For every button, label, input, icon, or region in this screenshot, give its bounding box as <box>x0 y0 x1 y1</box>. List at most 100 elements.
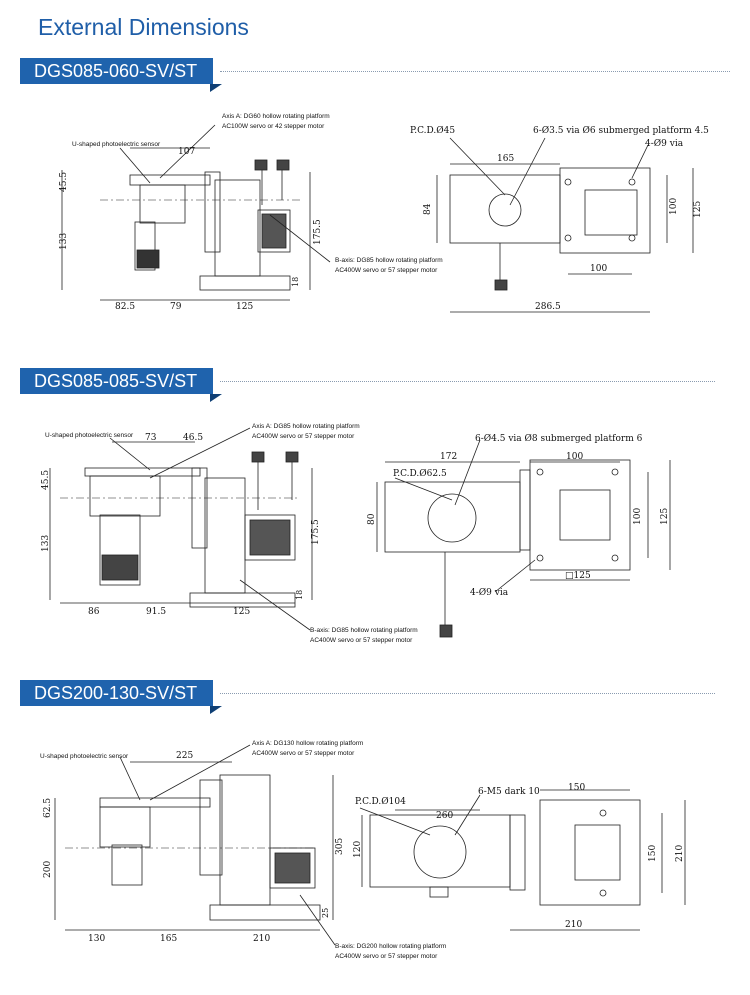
axis-a-label: Axis A: DG85 hollow rotating platform <box>252 423 360 430</box>
axis-b-label: B-axis: DG85 hollow rotating platform <box>335 257 443 264</box>
dim-label: 133 <box>41 535 51 552</box>
axis-b-label: B-axis: DG200 hollow rotating platform <box>335 943 446 950</box>
dim-label: 45.5 <box>59 172 69 192</box>
dim-label: 305 <box>335 838 345 855</box>
axis-a-label: Axis A: DG60 hollow rotating platform <box>222 113 330 120</box>
axis-b-motor: AC400W servo or 57 stepper motor <box>335 953 438 960</box>
via-hole <box>628 234 636 242</box>
via-label: 4-Ø9 via <box>645 138 684 149</box>
section-title: DGS200-130-SV/ST <box>20 680 214 706</box>
dim-label: 165 <box>497 154 514 164</box>
dim-label: 62.5 <box>43 798 53 818</box>
connector-block <box>429 886 449 898</box>
via-hole <box>536 554 544 562</box>
platform-a-body <box>89 475 161 517</box>
section-title: DGS085-060-SV/ST <box>20 58 214 84</box>
base-plate-top <box>529 459 631 571</box>
dim-label: 86 <box>88 607 100 617</box>
divider-line <box>220 693 715 694</box>
leader-line <box>494 559 536 593</box>
leader-line <box>119 756 141 801</box>
dim-label: 165 <box>160 934 177 944</box>
cable-connector <box>439 624 453 638</box>
dim-label: 18 <box>291 277 300 287</box>
dim-label: 172 <box>440 452 457 462</box>
plate-edge <box>509 814 526 891</box>
dim-label: 286.5 <box>535 302 561 312</box>
via-hole <box>628 178 636 186</box>
top-view-3 <box>359 789 686 931</box>
side-view-2 <box>49 427 313 631</box>
labels: U-shaped photoelectric sensor Axis A: DG… <box>40 113 709 960</box>
motor-a <box>99 514 141 586</box>
dim-label: 79 <box>170 302 182 312</box>
dim-label: 91.5 <box>146 607 166 617</box>
platform-a-body <box>99 806 151 848</box>
holes-label: 6-Ø4.5 via Ø8 submerged platform 6 <box>475 433 643 444</box>
dim-label: 133 <box>59 233 69 250</box>
pcd-label: P.C.D.Ø45 <box>410 125 455 136</box>
dim-label: 82.5 <box>115 302 135 312</box>
dim-label: 45.5 <box>41 470 51 490</box>
tab-fold <box>210 394 222 402</box>
dim-label: 210 <box>253 934 270 944</box>
dim-label: 100 <box>566 452 583 462</box>
leader-line <box>359 807 431 836</box>
dim-label: 225 <box>176 751 193 761</box>
platform-a-table <box>99 797 211 808</box>
vertical-plate <box>219 774 271 906</box>
via-hole <box>599 889 607 897</box>
motor-b <box>244 514 296 561</box>
vertical-plate <box>204 477 246 594</box>
via-label: 4-Ø9 via <box>470 587 509 598</box>
dim-label: 150 <box>568 783 585 793</box>
motor-cable <box>261 165 283 205</box>
dim-label: 150 <box>648 845 658 862</box>
leader-line <box>299 894 336 946</box>
dim-label: 130 <box>88 934 105 944</box>
pcd-circle <box>488 193 522 227</box>
cable-connector <box>285 451 299 463</box>
via-hole <box>536 468 544 476</box>
motor-b-detail <box>274 852 311 884</box>
dim-label: 100 <box>669 198 679 215</box>
leader-line <box>449 137 506 196</box>
cable-connector <box>254 159 268 171</box>
dim-label: 125 <box>660 508 670 525</box>
top-view-2 <box>376 439 671 638</box>
divider-line <box>220 381 715 382</box>
leader-line <box>269 214 331 263</box>
cable-connector <box>251 451 265 463</box>
base-plate <box>209 904 321 921</box>
dim-label: 175.5 <box>313 219 323 245</box>
sensor-label: U-shaped photoelectric sensor <box>45 432 134 439</box>
motor-a <box>134 221 156 271</box>
leader-line <box>631 144 649 179</box>
section-title: DGS085-085-SV/ST <box>20 368 214 394</box>
platform-top <box>449 174 561 244</box>
leader-line <box>119 147 151 184</box>
dim-label: 84 <box>423 203 433 215</box>
platform-top <box>384 481 521 553</box>
leader-line <box>109 437 151 471</box>
dim-label: 100 <box>590 264 607 274</box>
dim-label: 120 <box>353 841 363 858</box>
via-hole <box>564 178 572 186</box>
section-header-1: DGS085-060-SV/ST <box>20 58 735 92</box>
platform-a-table <box>84 467 201 477</box>
pcd-circle <box>427 493 477 543</box>
holes-label: 6-M5 dark 10 <box>478 787 540 797</box>
dim-label: 107 <box>178 147 195 157</box>
vertical-plate <box>214 179 261 277</box>
plate-edge <box>519 469 531 551</box>
axis-a-motor: AC400W servo or 57 stepper motor <box>252 433 355 440</box>
motor-top <box>559 489 611 541</box>
pcd-label: P.C.D.Ø62.5 <box>393 468 447 479</box>
dim-label: □125 <box>565 571 591 581</box>
sensor-label: U-shaped photoelectric sensor <box>40 753 129 760</box>
sensor-label: U-shaped photoelectric sensor <box>72 141 161 148</box>
cable-connector <box>494 279 508 291</box>
tab-fold <box>210 706 222 714</box>
platform-b-body <box>204 171 221 253</box>
